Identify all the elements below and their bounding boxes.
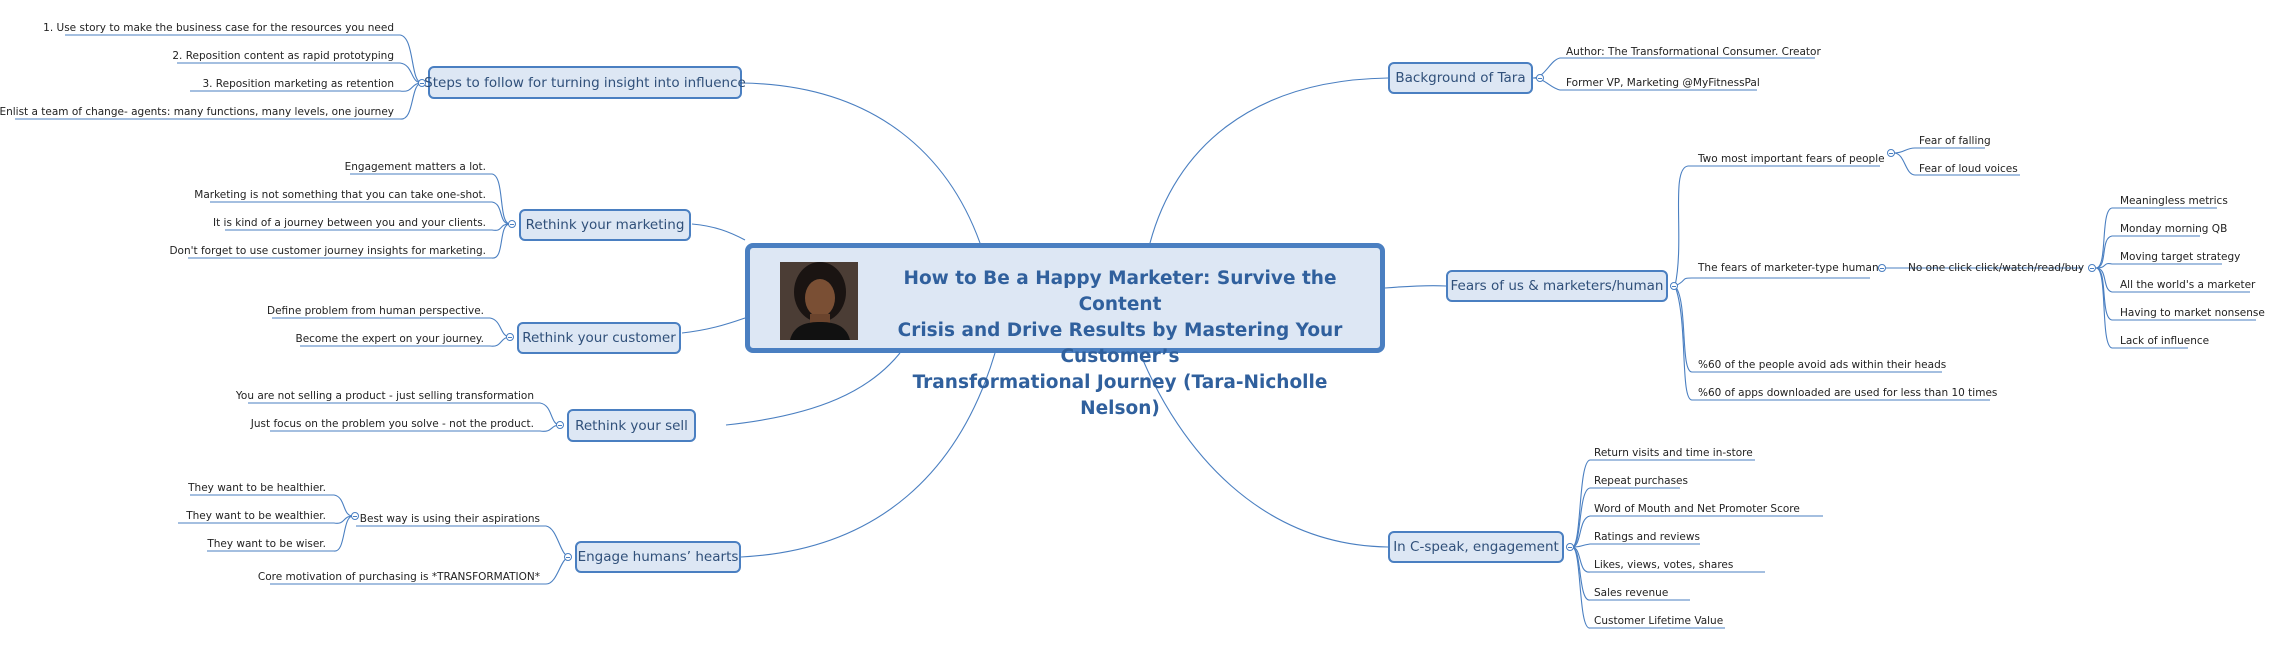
leaf-hearts: They want to be wealthier. [186, 510, 326, 522]
leaf-fears: %60 of the people avoid ads within their… [1698, 359, 1947, 371]
topic-engage-hearts[interactable]: Engage humans’ hearts [575, 541, 741, 573]
leaf-fears: Moving target strategy [2120, 251, 2241, 263]
topic-label: Background of Tara [1395, 70, 1526, 86]
leaf-fears: Lack of influence [2120, 335, 2210, 347]
collapse-icon[interactable] [1566, 543, 1574, 551]
leaf-cspeak: Customer Lifetime Value [1594, 615, 1724, 627]
leaf-steps: 1. Use story to make the business case f… [43, 22, 394, 34]
leaf-cspeak: Ratings and reviews [1594, 531, 1700, 543]
leaf-customer: Define problem from human perspective. [267, 305, 484, 317]
collapse-icon[interactable] [2088, 264, 2096, 272]
leaf-fears: Fear of falling [1919, 135, 1991, 147]
leaf-cspeak: Word of Mouth and Net Promoter Score [1594, 503, 1800, 515]
leaf-steps: 4. Enlist a team of change- agents: many… [0, 106, 394, 118]
collapse-icon[interactable] [1536, 74, 1544, 82]
topic-label: In C-speak, engagement [1393, 539, 1559, 555]
collapse-icon[interactable] [506, 333, 514, 341]
collapse-icon[interactable] [1670, 282, 1678, 290]
leaf-fears: The fears of marketer-type human [1698, 262, 1879, 274]
collapse-icon[interactable] [1878, 264, 1886, 272]
collapse-icon[interactable] [508, 220, 516, 228]
leaf-fears: %60 of apps downloaded are used for less… [1698, 387, 1998, 399]
central-title-line: Transformational Journey (Tara-Nicholle … [912, 372, 1328, 419]
leaf-background: Author: The Transformational Consumer. C… [1566, 46, 1821, 58]
leaf-marketing: Marketing is not something that you can … [194, 189, 486, 201]
collapse-icon[interactable] [418, 79, 426, 87]
leaf-sell: You are not selling a product - just sel… [235, 390, 534, 402]
topic-label: Steps to follow for turning insight into… [424, 74, 746, 91]
leaf-marketing: It is kind of a journey between you and … [212, 217, 486, 229]
leaf-fears: No one click click/watch/read/buy [1908, 262, 2085, 274]
central-title-line: Crisis and Drive Results by Mastering Yo… [897, 320, 1343, 367]
leaf-hearts: They want to be healthier. [188, 482, 326, 494]
collapse-icon[interactable] [556, 421, 564, 429]
topic-rethink-marketing[interactable]: Rethink your marketing [519, 209, 691, 241]
topic-rethink-customer[interactable]: Rethink your customer [517, 322, 681, 354]
leaf-hearts: Core motivation of purchasing is *TRANSF… [257, 571, 540, 583]
topic-rethink-sell[interactable]: Rethink your sell [567, 409, 696, 442]
topic-label: Rethink your marketing [525, 217, 685, 233]
leaf-cspeak: Likes, views, votes, shares [1594, 559, 1734, 571]
topic-fears[interactable]: Fears of us & marketers/human [1446, 270, 1668, 302]
leaf-fears: Two most important fears of people [1698, 153, 1885, 165]
leaf-fears: Fear of loud voices [1919, 163, 2018, 175]
leaf-fears: Having to market nonsense [2120, 307, 2265, 319]
leaf-cspeak: Return visits and time in-store [1594, 447, 1753, 459]
collapse-icon[interactable] [564, 553, 572, 561]
leaf-background: Former VP, Marketing @MyFitnessPal [1566, 77, 1760, 89]
leaf-sell: Just focus on the problem you solve - no… [250, 418, 534, 430]
topic-c-speak-engagement[interactable]: In C-speak, engagement [1388, 531, 1564, 563]
topic-steps[interactable]: Steps to follow for turning insight into… [424, 66, 746, 99]
collapse-icon[interactable] [1887, 149, 1895, 157]
leaf-cspeak: Sales revenue [1594, 587, 1669, 599]
leaf-marketing: Don't forget to use customer journey ins… [169, 245, 486, 257]
leaf-cspeak: Repeat purchases [1594, 475, 1688, 487]
central-title-line: How to Be a Happy Marketer: Survive the … [903, 268, 1337, 315]
leaf-fears: Monday morning QB [2120, 223, 2228, 235]
leaf-customer: Become the expert on your journey. [295, 333, 484, 345]
topic-label: Engage humans’ hearts [577, 549, 739, 565]
collapse-icon[interactable] [351, 512, 359, 520]
central-title: How to Be a Happy Marketer: Survive the … [870, 266, 1370, 422]
leaf-fears: All the world's a marketer [2120, 279, 2256, 291]
leaf-hearts: They want to be wiser. [207, 538, 326, 550]
leaf-fears: Meaningless metrics [2120, 195, 2228, 207]
leaf-marketing: Engagement matters a lot. [344, 161, 486, 173]
leaf-hearts: Best way is using their aspirations [359, 513, 540, 525]
central-topic[interactable]: How to Be a Happy Marketer: Survive the … [745, 243, 1385, 419]
leaf-steps: 3. Reposition marketing as retention [202, 78, 394, 90]
topic-label: Rethink your customer [522, 330, 676, 346]
leaf-steps: 2. Reposition content as rapid prototypi… [172, 50, 394, 62]
topic-label: Fears of us & marketers/human [1450, 278, 1664, 294]
topic-label: Rethink your sell [575, 417, 688, 434]
author-photo [780, 262, 858, 340]
topic-background-of-tara[interactable]: Background of Tara [1388, 62, 1533, 94]
